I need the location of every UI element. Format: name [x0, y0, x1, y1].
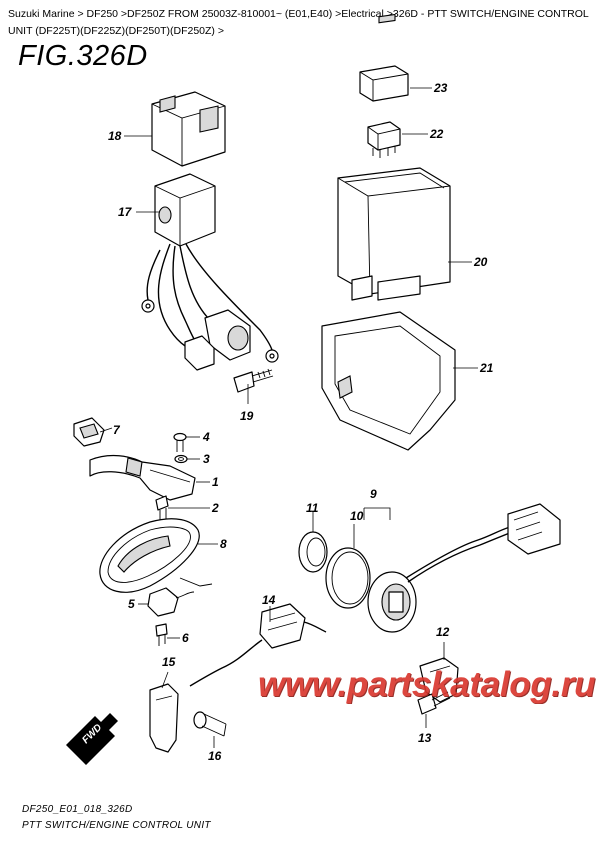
- callout-23: 23: [433, 81, 448, 95]
- callout-8: 8: [220, 537, 227, 551]
- callout-4: 4: [202, 430, 210, 444]
- figure-code: DF250_E01_018_326D: [22, 804, 133, 815]
- callout-12: 12: [436, 625, 450, 639]
- callout-21: 21: [479, 361, 494, 375]
- part-13-bolt[interactable]: [417, 691, 451, 715]
- callout-5: 5: [128, 597, 135, 611]
- callout-19: 19: [240, 409, 254, 423]
- callout-13: 13: [418, 731, 432, 745]
- callout-22: 22: [429, 127, 444, 141]
- part-22-relay[interactable]: [367, 121, 401, 158]
- callout-16: 16: [208, 749, 222, 763]
- part-8-switch-panel[interactable]: [99, 518, 213, 593]
- part-10-o-ring[interactable]: [325, 547, 371, 609]
- leader-lines: [99, 87, 478, 748]
- part-19-bolt[interactable]: [233, 368, 274, 393]
- callout-3: 3: [203, 452, 210, 466]
- part-20-engine-control-unit[interactable]: [337, 167, 451, 301]
- callout-1: 1: [212, 475, 219, 489]
- part-11-nut[interactable]: [298, 531, 328, 573]
- part-9-switch-harness[interactable]: [367, 503, 561, 633]
- part-2-screw[interactable]: [155, 495, 169, 522]
- callout-18: 18: [108, 129, 122, 143]
- callout-17: 17: [118, 205, 133, 219]
- part-4-screw[interactable]: [173, 432, 187, 453]
- figure-caption: PTT SWITCH/ENGINE CONTROL UNIT: [22, 820, 211, 831]
- part-14-harness-connector[interactable]: [189, 603, 327, 687]
- part-6-screw[interactable]: [155, 623, 168, 646]
- callout-20: 20: [473, 255, 488, 269]
- callout-2: 2: [211, 501, 219, 515]
- part-21-ecu-cover[interactable]: [321, 311, 456, 451]
- part-18-cover[interactable]: [151, 91, 226, 167]
- watermark-text: www.partskatalog.ru: [258, 665, 596, 704]
- callout-9: 9: [370, 487, 377, 501]
- figure-title: FIG.326D: [18, 40, 148, 72]
- part-5-switch[interactable]: [147, 587, 195, 617]
- part-17-ptt-relay-harness[interactable]: [141, 173, 279, 371]
- callout-7: 7: [113, 423, 121, 437]
- part-7-clip[interactable]: [73, 417, 105, 447]
- callout-14: 14: [262, 593, 276, 607]
- breadcrumb[interactable]: Suzuki Marine > DF250 >DF250Z FROM 25003…: [8, 6, 593, 40]
- breadcrumb-link[interactable]: Suzuki Marine > DF250 >DF250Z FROM 25003…: [8, 8, 589, 37]
- part-16-bolt[interactable]: [193, 711, 227, 737]
- callout-numbers: 23 22 18 17 20 21 19 7 4 3 1 2 8 5 6 11 …: [108, 81, 494, 763]
- part-15-bracket[interactable]: [149, 683, 179, 753]
- callout-11: 11: [306, 501, 319, 515]
- part-1-ptt-switch[interactable]: [89, 454, 196, 501]
- callout-10: 10: [350, 509, 364, 523]
- callout-6: 6: [182, 631, 189, 645]
- callout-15: 15: [162, 655, 176, 669]
- fwd-arrow-icon: FWD: [66, 713, 118, 765]
- part-3-washer[interactable]: [174, 454, 188, 464]
- part-23-relay[interactable]: [359, 13, 409, 102]
